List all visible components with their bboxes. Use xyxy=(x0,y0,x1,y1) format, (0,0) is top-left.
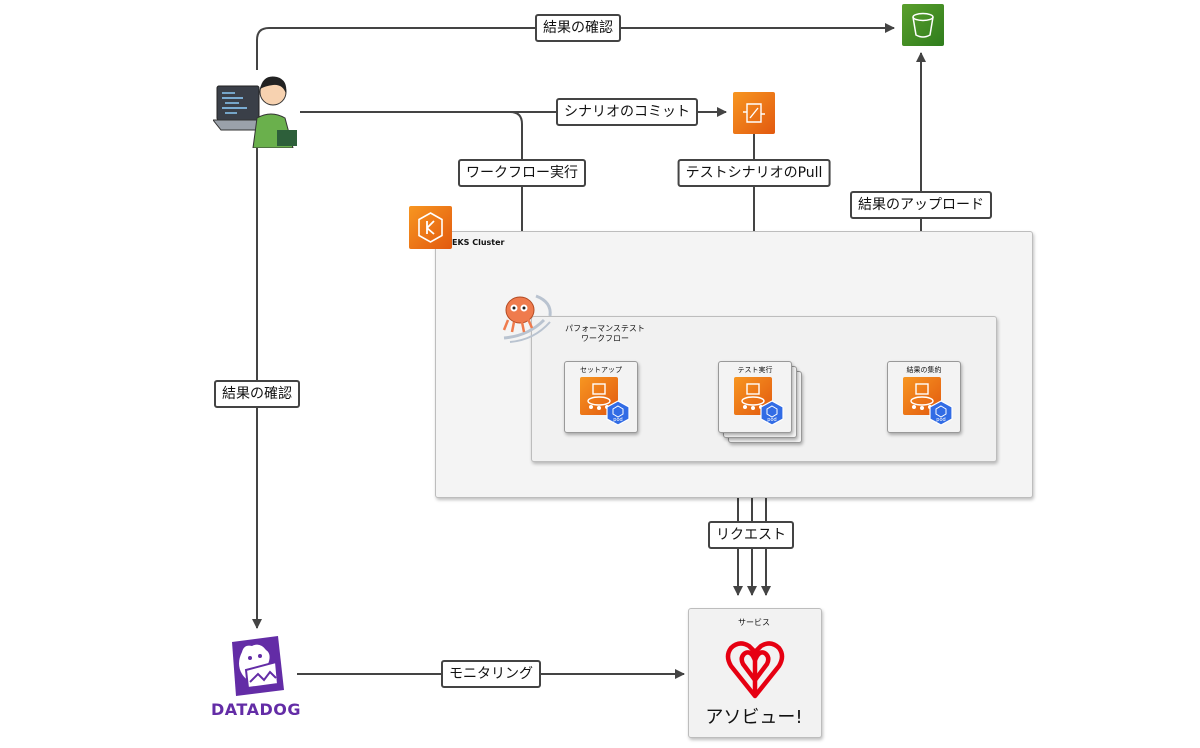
argo-icon xyxy=(498,290,558,346)
label-monitoring: モニタリング xyxy=(441,660,541,688)
pod-icon: pod xyxy=(928,400,954,426)
label-confirm-left: 結果の確認 xyxy=(214,380,300,408)
datadog-dog-icon xyxy=(226,634,286,698)
pod-icon: pod xyxy=(605,400,631,426)
codecommit-icon xyxy=(733,92,775,134)
asoview-heart-icon xyxy=(723,636,787,700)
label-workflow-run: ワークフロー実行 xyxy=(458,159,586,187)
label-commit: シナリオのコミット xyxy=(556,98,698,126)
edge-confirm-top xyxy=(256,23,895,70)
label-upload: 結果のアップロード xyxy=(850,191,992,219)
pod-label: pod xyxy=(767,417,777,423)
user-laptop-icon xyxy=(211,70,301,149)
step-run: テスト実行 pod xyxy=(718,361,792,433)
eks-cluster-label: EKS Cluster xyxy=(452,238,505,247)
label-pull: テストシナリオのPull xyxy=(677,159,831,187)
service-title: サービス xyxy=(738,618,770,627)
s3-bucket-icon xyxy=(902,4,944,46)
eks-icon xyxy=(409,206,452,249)
service-brand: アソビュー! xyxy=(705,707,803,728)
label-request: リクエスト xyxy=(708,521,794,549)
workflow-title-line1: パフォーマンステスト xyxy=(565,324,645,333)
step-run-title: テスト実行 xyxy=(737,366,773,374)
step-setup: セットアップ pod xyxy=(564,361,638,433)
step-aggregate: 結果の集約 pod xyxy=(887,361,961,433)
step-aggregate-title: 結果の集約 xyxy=(906,366,942,374)
pod-label: pod xyxy=(936,417,946,423)
label-confirm-top: 結果の確認 xyxy=(535,14,621,42)
pod-label: pod xyxy=(613,417,623,423)
datadog-wordmark: DATADOG xyxy=(211,700,301,719)
workflow-title: パフォーマンステスト ワークフロー xyxy=(560,324,650,344)
edge-workflow-run xyxy=(300,111,527,271)
pod-icon: pod xyxy=(759,400,785,426)
workflow-title-line2: ワークフロー xyxy=(581,334,629,343)
step-setup-title: セットアップ xyxy=(580,366,622,374)
